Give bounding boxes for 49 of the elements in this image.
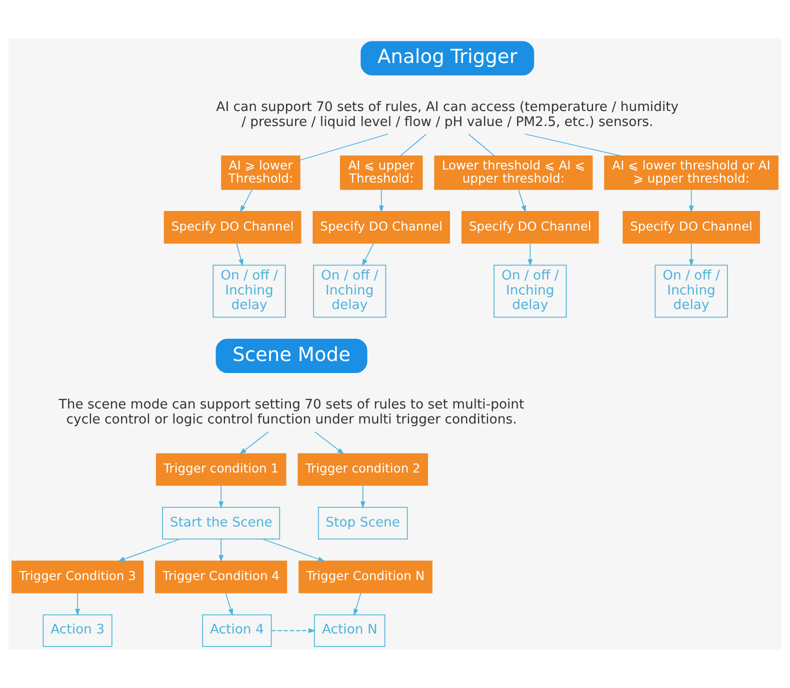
connector [400,134,427,156]
arrow [240,189,253,212]
arrow [314,431,344,454]
node-box: Trigger condition 2 [298,453,428,486]
node-box: Specify DO Channel [461,211,599,244]
node-box: Start the Scene [162,506,280,540]
node-box: Action 4 [202,614,272,647]
arrow [360,484,366,508]
node-box: Stop Scene [318,506,408,540]
node-box: On / off / Inching delay [494,264,567,318]
arrow [262,538,326,562]
node-box: Action 3 [42,614,112,647]
node-box: Trigger condition 1 [156,453,286,486]
arrow [354,592,362,616]
arrow [270,628,316,634]
arrow [688,189,694,213]
node-box: Specify DO Channel [312,211,450,244]
arrow [362,242,374,266]
node-box: AI ⩽ lower threshold or AI ⩾ upper threshold: [604,156,778,190]
arrow [118,538,180,562]
node-text: The scene mode can support setting 70 sets of rules to set multi-point cycle control or logic control function under multi trigger conditions. [58,398,524,428]
arrow [518,189,526,213]
arrow [225,592,233,616]
arrow [236,242,244,266]
node-box: Lower threshold ⩽ AI ⩽ upper threshold: [434,156,593,190]
connector [300,134,388,161]
node-box: On / off / Inching delay [654,264,728,318]
arrow [378,189,384,213]
arrow [688,242,694,266]
node-box: On / off / Inching delay [212,264,286,318]
node-box: AI ⩾ lower Threshold: [221,156,300,190]
node-box: Action N [314,614,386,647]
node-box: AI ⩽ upper Threshold: [340,156,423,190]
node-box: Specify DO Channel [164,211,302,244]
connector [468,134,495,156]
node-box: On / off / Inching delay [313,264,386,318]
node-box: Trigger Condition 3 [12,560,144,594]
arrow [528,242,533,266]
connector [524,134,622,156]
node-text: AI can support 70 sets of rules, AI can access (temperature / humidity / pressure / liquid level / flow / pH value / PM2.5, etc.) sensors. [216,100,679,130]
arrow [239,431,269,454]
node-box: Specify DO Channel [622,211,760,244]
node-box: Scene Mode [216,338,368,374]
node-box: Trigger Condition N [298,560,432,594]
node-box: Trigger Condition 4 [155,560,288,594]
arrow [75,592,80,616]
arrow [218,538,224,562]
node-box: Analog Trigger [360,41,534,76]
arrow [218,484,224,508]
